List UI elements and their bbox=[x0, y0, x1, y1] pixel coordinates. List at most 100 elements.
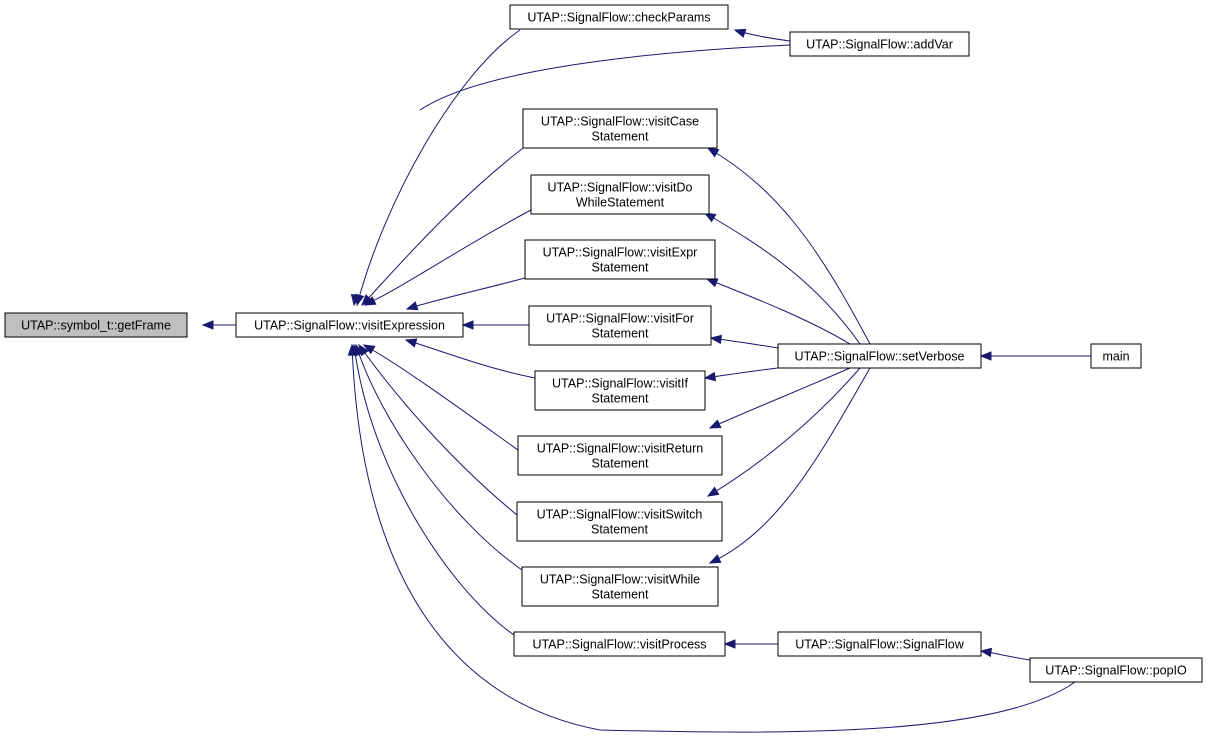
edge-line bbox=[707, 367, 861, 497]
edge-line bbox=[406, 277, 526, 310]
arrowhead-icon bbox=[706, 147, 720, 158]
node-label: UTAP::SignalFlow::visitFor bbox=[546, 312, 694, 326]
edge-line bbox=[363, 344, 519, 451]
node-signalFlow[interactable]: UTAP::SignalFlow::SignalFlow bbox=[777, 631, 982, 657]
node-box bbox=[516, 501, 723, 542]
edge-visitDo-to-visitExpression bbox=[363, 209, 532, 306]
node-box bbox=[513, 631, 726, 657]
arrowhead-icon bbox=[709, 334, 723, 345]
edge-setVerbose-to-visitWhile bbox=[708, 367, 871, 564]
arrowhead-icon bbox=[706, 486, 720, 497]
node-label: UTAP::SignalFlow::visitDo bbox=[548, 181, 693, 195]
node-label: Statement bbox=[592, 327, 650, 341]
edge-visitCase-to-visitExpression bbox=[361, 147, 524, 306]
node-main[interactable]: main bbox=[1090, 343, 1142, 369]
node-label: Statement bbox=[591, 523, 649, 537]
node-label: Statement bbox=[592, 130, 650, 144]
arrowhead-icon bbox=[979, 647, 993, 658]
node-box bbox=[1029, 657, 1203, 683]
node-label: UTAP::SignalFlow::SignalFlow bbox=[795, 638, 965, 652]
edge-visitExpr-to-visitExpression bbox=[405, 277, 526, 311]
node-label: WhileStatement bbox=[576, 196, 665, 210]
node-label: Statement bbox=[592, 457, 650, 471]
edge-setVerbose-to-visitSwitch bbox=[706, 367, 861, 497]
node-getFrame[interactable]: UTAP::symbol_t::getFrame bbox=[4, 312, 188, 338]
edge-line bbox=[364, 209, 532, 306]
edge-line bbox=[353, 344, 515, 636]
arrowhead-icon bbox=[201, 320, 214, 330]
arrowhead-icon bbox=[979, 351, 992, 361]
node-label: UTAP::SignalFlow::visitWhile bbox=[540, 573, 700, 587]
node-popIO[interactable]: UTAP::SignalFlow::popIO bbox=[1029, 657, 1203, 683]
node-box bbox=[530, 174, 710, 215]
node-label: Statement bbox=[592, 588, 650, 602]
edge-visitReturn-to-visitExpression bbox=[362, 344, 519, 451]
node-box bbox=[517, 435, 723, 476]
node-label: UTAP::SignalFlow::visitExpression bbox=[254, 319, 445, 333]
edge-visitExpression-to-getFrame bbox=[201, 320, 236, 330]
edge-setVerbose-to-visitExpr bbox=[705, 278, 851, 345]
edge-popIO-to-visitExpression bbox=[347, 343, 1076, 733]
node-label: UTAP::SignalFlow::visitProcess bbox=[532, 638, 706, 652]
arrowhead-icon bbox=[461, 320, 474, 330]
edge-line bbox=[355, 344, 523, 571]
node-box bbox=[235, 312, 464, 338]
arrowhead-icon bbox=[708, 419, 722, 429]
arrowhead-icon bbox=[362, 344, 376, 355]
node-setVerbose[interactable]: UTAP::SignalFlow::setVerbose bbox=[777, 343, 982, 369]
node-box bbox=[522, 108, 718, 149]
node-label: UTAP::SignalFlow::setVerbose bbox=[795, 350, 965, 364]
node-box bbox=[789, 31, 970, 57]
node-label: UTAP::SignalFlow::checkParams bbox=[527, 11, 710, 25]
edge-setVerbose-to-visitCase bbox=[706, 147, 871, 345]
node-box bbox=[1090, 343, 1142, 369]
arrowhead-icon bbox=[705, 278, 719, 288]
arrowhead-icon bbox=[703, 371, 717, 382]
node-box bbox=[521, 566, 719, 607]
node-label: Statement bbox=[592, 261, 650, 275]
arrowhead-icon bbox=[733, 28, 747, 38]
edge-setVerbose-to-visitFor bbox=[709, 334, 779, 349]
node-addVar[interactable]: UTAP::SignalFlow::addVar bbox=[789, 31, 970, 57]
edge-line bbox=[405, 339, 536, 379]
node-label: main bbox=[1102, 350, 1129, 364]
edge-line bbox=[704, 212, 861, 345]
edge-main-to-setVerbose bbox=[979, 351, 1091, 361]
arrowhead-icon bbox=[347, 343, 358, 356]
node-visitProcess[interactable]: UTAP::SignalFlow::visitProcess bbox=[513, 631, 726, 657]
node-box bbox=[528, 305, 712, 346]
edge-line bbox=[706, 278, 851, 345]
edge-line bbox=[709, 367, 851, 429]
node-box bbox=[534, 370, 706, 411]
node-label: UTAP::SignalFlow::visitCase bbox=[541, 115, 699, 129]
edge-line bbox=[707, 147, 871, 345]
edge-line bbox=[704, 367, 779, 379]
node-label: UTAP::SignalFlow::popIO bbox=[1045, 664, 1187, 678]
edge-setVerbose-to-visitDo bbox=[703, 212, 861, 345]
arrowhead-icon bbox=[363, 296, 377, 306]
arrowhead-icon bbox=[404, 338, 418, 348]
edge-setVerbose-to-visitReturn bbox=[708, 367, 851, 429]
edge-popIO-to-signalFlow bbox=[979, 647, 1031, 661]
edge-line bbox=[709, 367, 871, 564]
node-box bbox=[524, 239, 716, 280]
node-label: UTAP::SignalFlow::visitExpr bbox=[543, 246, 698, 260]
edge-line bbox=[419, 44, 791, 111]
node-label: UTAP::SignalFlow::visitSwitch bbox=[537, 508, 703, 522]
node-box bbox=[4, 312, 188, 338]
edge-visitFor-to-visitExpression bbox=[461, 320, 529, 330]
edge-line bbox=[358, 344, 518, 516]
node-visitExpression[interactable]: UTAP::SignalFlow::visitExpression bbox=[235, 312, 464, 338]
edge-line bbox=[351, 344, 1076, 733]
arrowhead-icon bbox=[708, 554, 722, 564]
node-checkParams[interactable]: UTAP::SignalFlow::checkParams bbox=[509, 4, 729, 30]
node-box bbox=[777, 343, 982, 369]
